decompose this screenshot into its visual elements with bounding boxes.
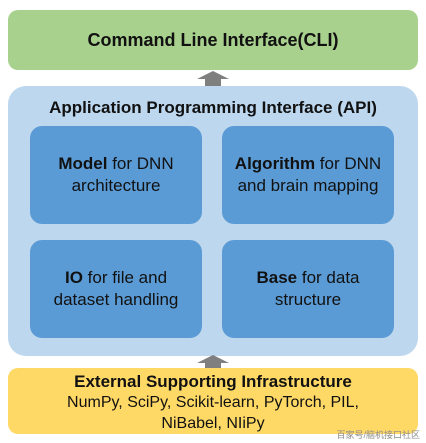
watermark: 百家号/脑机接口社区: [336, 430, 420, 440]
external-box: External Supporting Infrastructure NumPy…: [8, 368, 418, 434]
module-model-desc: for DNN architecture: [71, 154, 174, 195]
module-model: Model for DNN architecture: [30, 126, 202, 224]
module-io: IO for file and dataset handling: [30, 240, 202, 338]
arrow-external-to-api: [197, 355, 229, 370]
module-model-name: Model: [58, 154, 108, 173]
module-io-desc: for file and dataset handling: [53, 268, 179, 309]
cli-label: Command Line Interface(CLI): [87, 29, 339, 50]
module-algorithm-name: Algorithm: [234, 154, 316, 173]
arrow-api-to-cli: [197, 71, 229, 86]
external-libraries-line2: NiBabel, NIiPy: [161, 415, 265, 432]
module-io-name: IO: [64, 268, 83, 287]
cli-box: Command Line Interface(CLI): [8, 10, 418, 70]
external-libraries-line1: NumPy, SciPy, Scikit-learn, PyTorch, PIL…: [67, 394, 359, 411]
api-title: Application Programming Interface (API): [49, 98, 377, 117]
module-algorithm: Algorithm for DNN and brain mapping: [222, 126, 394, 224]
module-algorithm-desc: for DNN and brain mapping: [237, 154, 382, 195]
api-box: Application Programming Interface (API) …: [8, 86, 418, 356]
external-title: External Supporting Infrastructure: [74, 372, 352, 391]
module-base-name: Base: [256, 268, 298, 287]
module-base: Base for data structure: [222, 240, 394, 338]
module-base-desc: for data structure: [274, 268, 360, 309]
